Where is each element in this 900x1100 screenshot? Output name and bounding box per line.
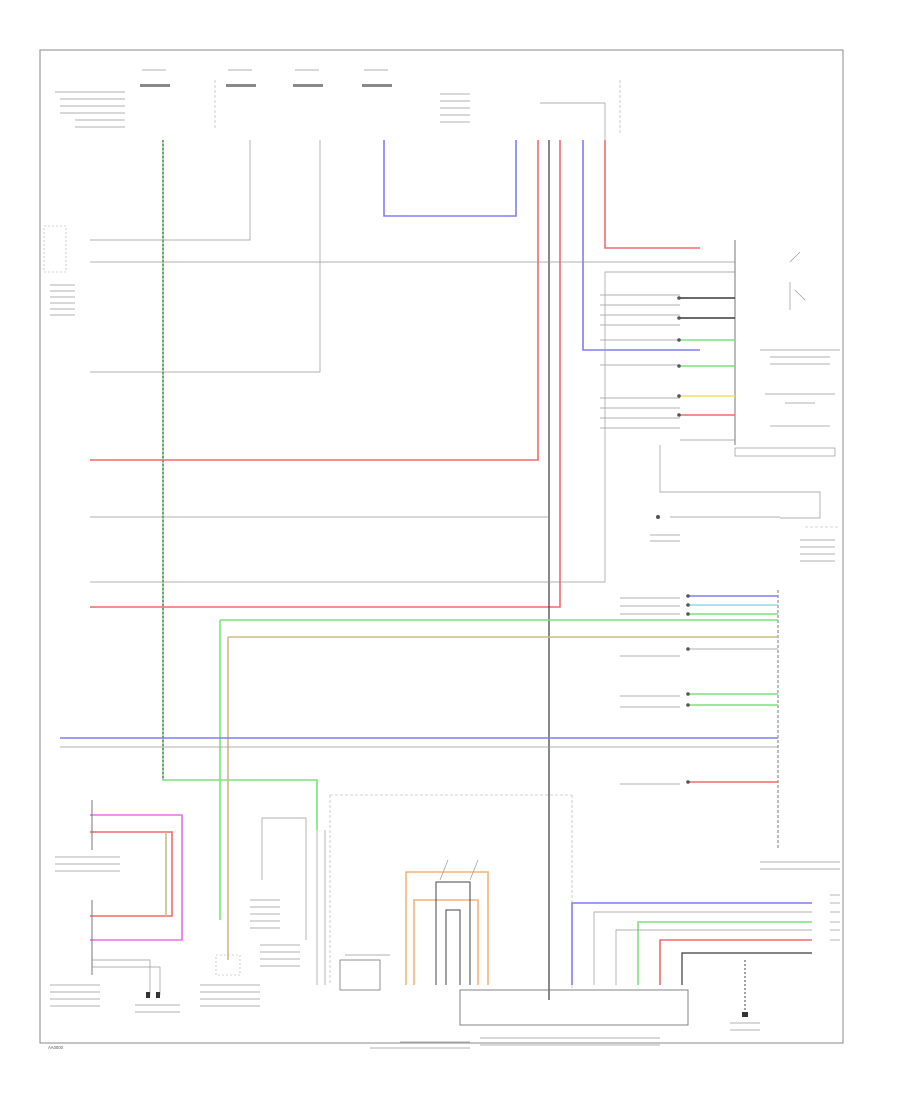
footer-code: AA0000 bbox=[48, 1045, 64, 1050]
top-fuse-labels bbox=[55, 69, 621, 135]
left-markers bbox=[43, 225, 75, 316]
ac-amplifier-connector bbox=[60, 590, 840, 960]
battery-cooling-blower bbox=[50, 800, 183, 1013]
top-wires bbox=[90, 102, 735, 1000]
ac-control-connector bbox=[600, 240, 840, 457]
bottom-components bbox=[200, 794, 573, 1007]
diagram-frame bbox=[39, 49, 844, 1044]
sensor-wires bbox=[370, 859, 489, 1049]
bottom-right-wires bbox=[459, 894, 840, 1046]
sensor-area bbox=[650, 445, 840, 562]
